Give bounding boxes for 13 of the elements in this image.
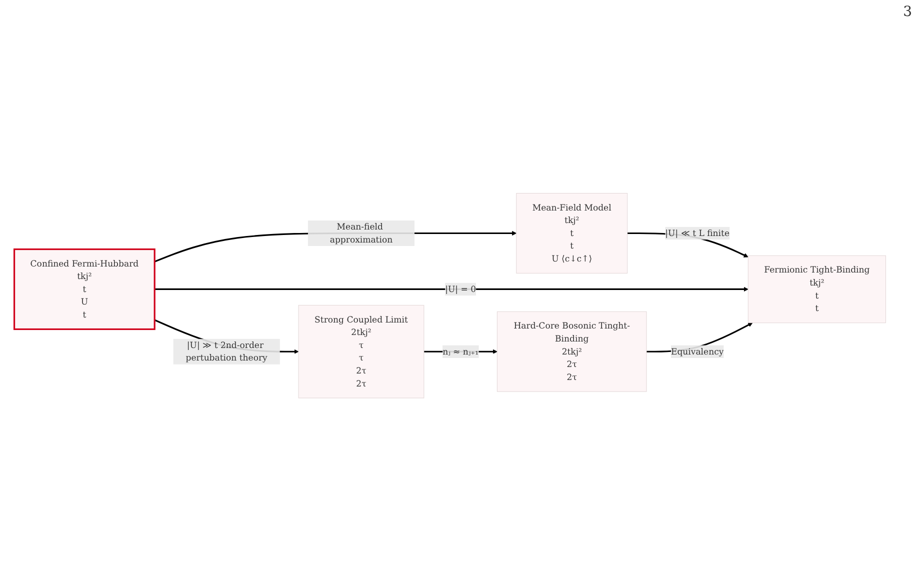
edge-label: nⱼ ≈ nⱼ₊₁ [442, 346, 479, 357]
edge-label: Equivalency [670, 346, 724, 357]
page-number: 3 [903, 4, 912, 20]
node-box: Hard-Core Bosonic Tinght-Binding 2tkj² 2τ 2τ [496, 312, 647, 392]
node-box: Strong Coupled Limit 2tkj² τ τ 2τ 2τ [298, 305, 424, 399]
node-box: Mean-Field Model tkj² t t U ⟨c↓c↑⟩ [516, 193, 628, 274]
edge-label: |U| ≫ t 2nd-order pertubation theory [186, 340, 268, 364]
edge-label: Mean-field approximation [330, 222, 393, 245]
node-box: Fermionic Tight-Binding tkj² t t [748, 256, 886, 324]
arrow [154, 287, 748, 292]
edge-label: |U| ≪ t L finite [665, 228, 730, 238]
node-box: Confined Fermi-Hubbard tkj² t U t [13, 248, 156, 330]
edge-label: |U| = 0 [445, 284, 476, 294]
